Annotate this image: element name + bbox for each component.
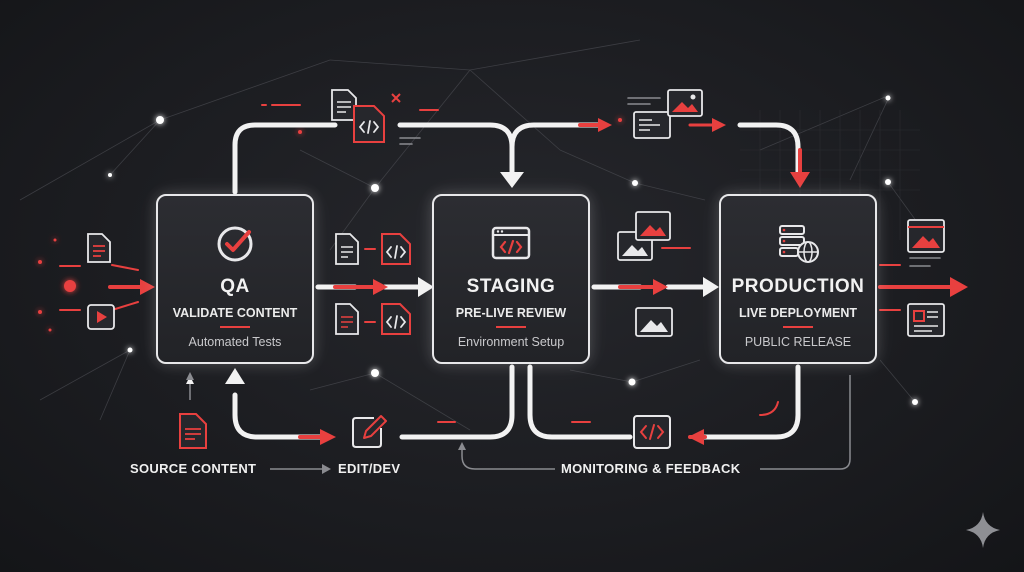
server-globe-icon [779,225,819,263]
code-window-icon [633,415,671,449]
stage-qa[interactable]: QA VALIDATE CONTENT Automated Tests [156,194,314,364]
divider [220,326,250,328]
code-file-icon [353,105,385,143]
stage-note: PUBLIC RELEASE [744,335,852,349]
stage-subtitle: LIVE DEPLOYMENT [738,306,858,320]
image-icon [667,89,703,117]
stage-note: Automated Tests [188,335,282,349]
label-monitoring-feedback: MONITORING & FEEDBACK [561,461,741,476]
stage-production[interactable]: PRODUCTION LIVE DEPLOYMENT PUBLIC RELEAS… [719,194,877,364]
divider [496,326,526,328]
code-window-icon [491,226,531,260]
check-circle-icon [217,226,253,262]
divider [783,326,813,328]
label-source-content: SOURCE CONTENT [130,461,257,476]
stage-title: QA [220,276,250,297]
code-file-icon [381,303,411,335]
article-icon [907,303,945,337]
image-icon [635,211,671,241]
image-icon [635,307,673,337]
stage-note: Environment Setup [457,335,565,349]
document-icon [87,233,111,263]
edit-icon [352,415,387,448]
code-file-icon [381,233,411,265]
video-icon [87,304,115,330]
stage-title: STAGING [466,276,556,297]
stage-subtitle: PRE-LIVE REVIEW [455,306,567,320]
document-icon [335,233,359,265]
document-icon [335,303,359,335]
code-window-icon [633,111,671,139]
document-icon [179,413,207,449]
close-icon [391,93,401,103]
stage-staging[interactable]: STAGING PRE-LIVE REVIEW Environment Setu… [432,194,590,364]
sparkle-icon [966,512,1000,548]
image-icon [907,219,945,253]
label-edit-dev: EDIT/DEV [338,461,401,476]
stage-subtitle: VALIDATE CONTENT [172,306,298,320]
stage-title: PRODUCTION [731,276,865,297]
